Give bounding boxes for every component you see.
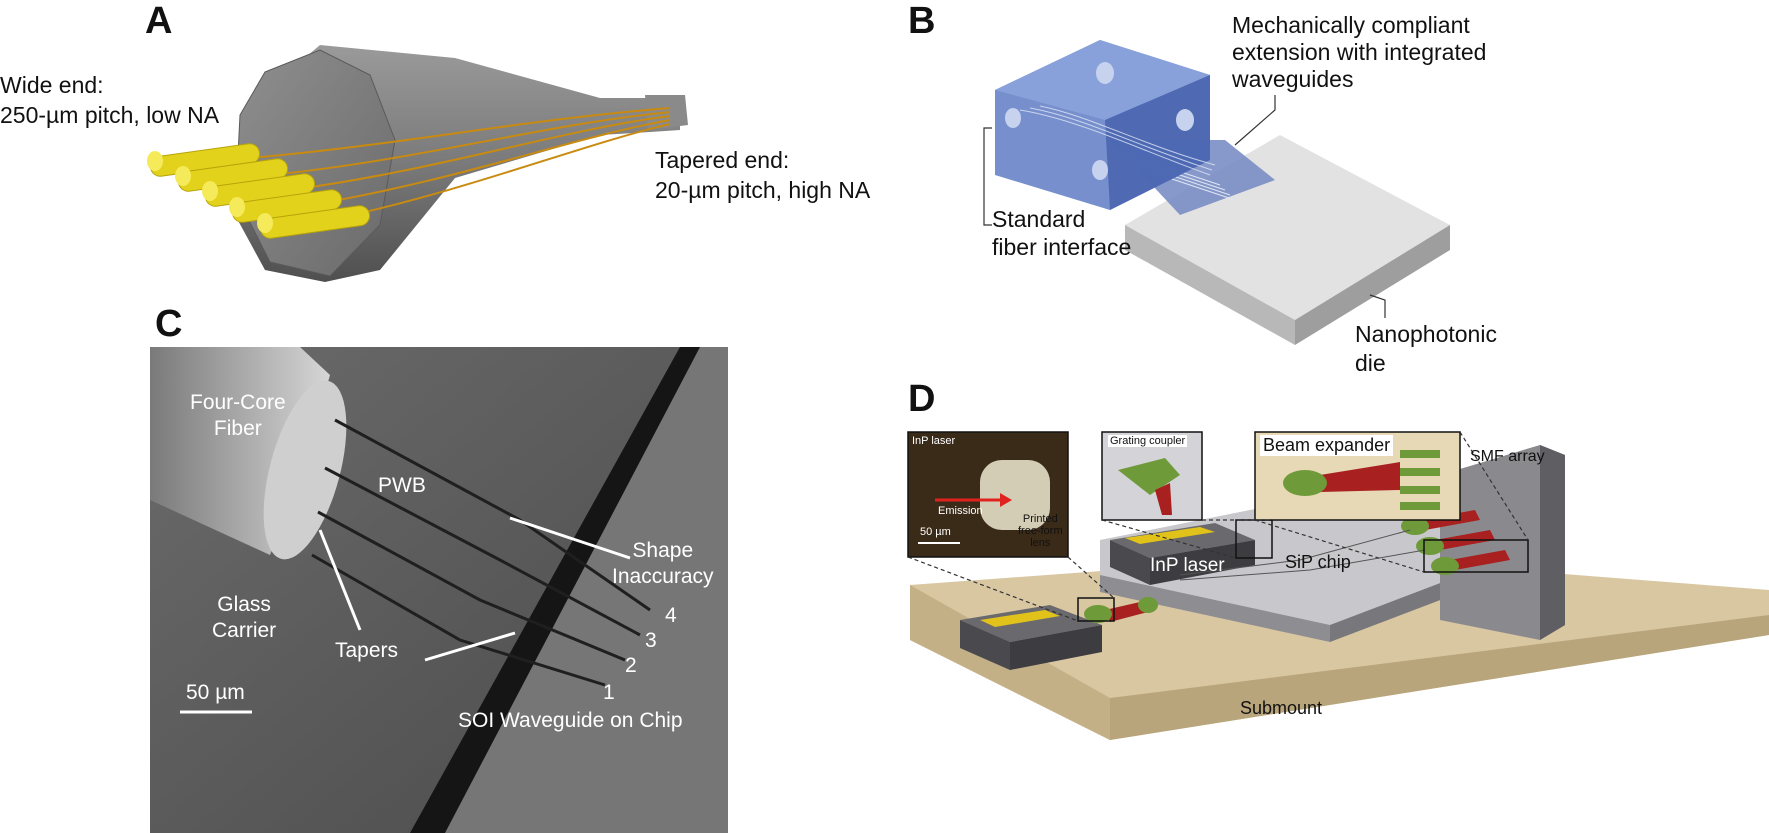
panel-b-letter: B: [908, 0, 936, 42]
panel-d: D: [880, 380, 1769, 833]
panel-d-letter: D: [908, 378, 936, 420]
panel-a-letter: A: [145, 0, 173, 42]
wide-end-line1: Wide end:: [0, 72, 104, 98]
fiber-interface-label: Standard fiber interface: [992, 205, 1131, 261]
glass-line1: Glass: [217, 593, 271, 616]
inset-lens-label: Printed free-form lens: [1018, 513, 1063, 549]
inp-laser-label: InP laser: [1150, 555, 1225, 576]
sem-micrograph: [150, 347, 728, 833]
waveguide-number-1: 1: [603, 681, 615, 704]
four-core-line2: Fiber: [213, 417, 262, 440]
die-line2: die: [1355, 350, 1386, 376]
smf-array-label: SMF array: [1470, 448, 1545, 465]
waveguide-number-2: 2: [625, 654, 637, 677]
fiber-interface-line1: Standard: [992, 206, 1086, 232]
inset-scale-label: 50 µm: [920, 526, 951, 538]
extension-line3: waveguides: [1232, 66, 1354, 92]
wide-end-line2: 250-µm pitch, low NA: [0, 102, 220, 128]
glass-line2: Carrier: [212, 619, 277, 642]
tapered-end-label: Tapered end: 20-µm pitch, high NA: [655, 145, 870, 205]
submount-label: Submount: [1240, 698, 1323, 718]
shape-inaccuracy-label: Shape Inaccuracy: [612, 538, 714, 590]
hybrid-integration-illustration: [907, 431, 1769, 740]
tapered-end-line1: Tapered end:: [655, 147, 790, 173]
compliant-extension-illustration: [983, 40, 1450, 345]
panel-c-letter: C: [155, 303, 183, 345]
fiber-interface-line2: fiber interface: [992, 234, 1132, 260]
extension-label: Mechanically compliant extension with in…: [1232, 12, 1486, 93]
sip-chip-label: SiP chip: [1285, 552, 1351, 572]
glass-carrier-label: Glass Carrier: [212, 592, 276, 644]
tapered-fiber-bundle-illustration: [147, 45, 688, 282]
extension-line1: Mechanically compliant: [1232, 12, 1470, 38]
panel-b: B Mechanically compliant extension wit: [880, 0, 1769, 380]
four-core-line1: Four-Core: [190, 391, 286, 414]
scale-bar-label: 50 µm: [186, 681, 245, 704]
waveguide-number-3: 3: [645, 629, 657, 652]
inset-emission-label: Emission: [938, 505, 983, 517]
shape-line2: Inaccuracy: [612, 565, 714, 588]
beam-expander-label: Beam expander: [1260, 435, 1394, 456]
four-core-fiber-label: Four-Core Fiber: [190, 390, 286, 442]
extension-line2: extension with integrated: [1232, 39, 1487, 65]
tapered-end-line2: 20-µm pitch, high NA: [655, 177, 871, 203]
wide-end-label: Wide end: 250-µm pitch, low NA: [0, 70, 219, 130]
lens-line1: Printed: [1022, 513, 1058, 525]
panel-a: A: [0, 0, 880, 300]
inset-inp-laser-title: InP laser: [912, 435, 956, 447]
shape-line1: Shape: [632, 539, 694, 562]
pwb-label: PWB: [378, 474, 426, 497]
lens-line3: lens: [1030, 537, 1051, 549]
tapers-label: Tapers: [335, 639, 399, 662]
waveguide-number-4: 4: [665, 604, 677, 627]
panel-c: C Fou: [0, 300, 740, 833]
lens-line2: free-form: [1018, 525, 1063, 537]
die-line1: Nanophotonic: [1355, 321, 1497, 347]
grating-coupler-label: Grating coupler: [1108, 435, 1188, 447]
die-label: Nanophotonic die: [1355, 320, 1497, 378]
soi-waveguide-label: SOI Waveguide on Chip: [458, 709, 683, 732]
